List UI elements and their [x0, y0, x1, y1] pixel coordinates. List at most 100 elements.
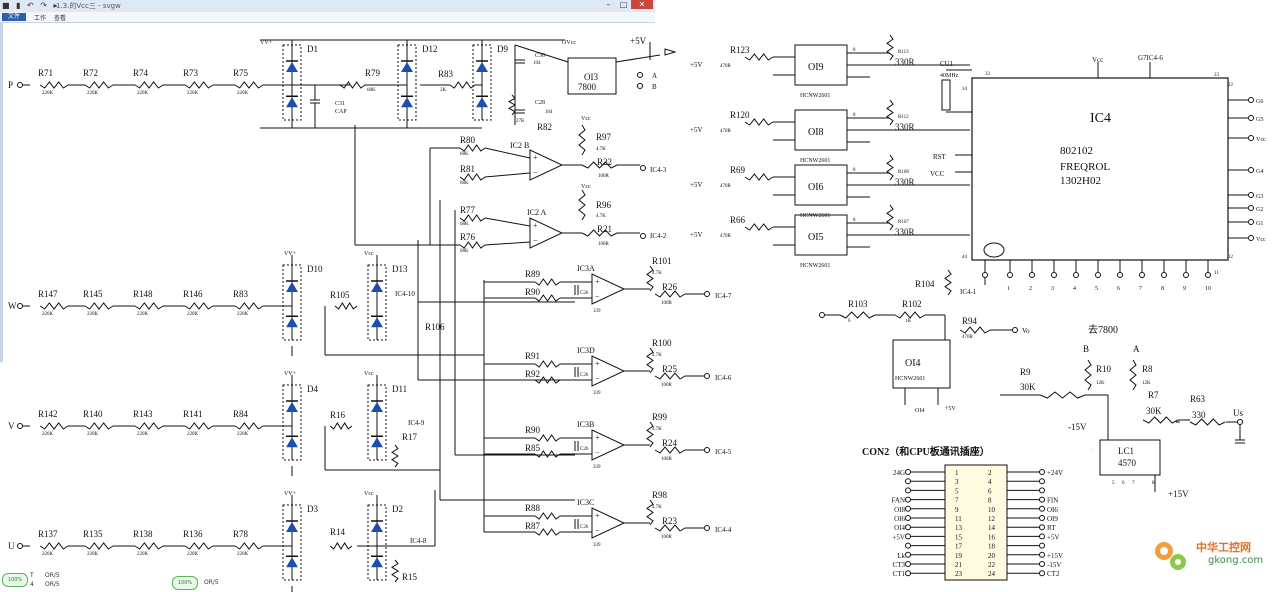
op-amp-minus: −	[595, 374, 600, 383]
terminal	[905, 496, 911, 503]
diode-pack	[282, 264, 302, 341]
supply-label: VV+	[284, 371, 297, 377]
ic4-3-label: IC4-3	[650, 166, 667, 174]
resistor	[391, 444, 399, 468]
resistor-value: 220K	[87, 552, 99, 557]
resistor-value: R108	[898, 170, 909, 175]
status-item-5: OR/5	[204, 579, 219, 586]
terminal	[905, 524, 911, 531]
op-amp	[591, 429, 626, 461]
close-button[interactable]: ✕	[631, 0, 653, 9]
resistor-ref: R84	[233, 409, 249, 419]
terminal	[905, 487, 911, 494]
cap-value: 104	[545, 110, 553, 115]
resistor	[339, 81, 366, 89]
opto-pullup-ref: 330R	[895, 122, 915, 132]
terminal	[1039, 551, 1045, 558]
resistor-value: 12K	[1142, 381, 1151, 386]
con2-pin: 12	[988, 515, 996, 523]
terminal	[640, 165, 646, 171]
ic3-input-resistor: R90	[525, 425, 541, 435]
con2-pin: 3	[955, 478, 959, 486]
resistor-ref: R78	[233, 529, 249, 539]
ic4-bottom-pin: 5	[1095, 286, 1098, 292]
resistor-value: 100R	[661, 301, 673, 306]
diode-ref: D9	[497, 44, 508, 54]
diode-ref: D11	[392, 384, 407, 394]
diode-symbol	[401, 97, 413, 108]
terminal	[905, 551, 911, 558]
opamp-input-resistor: R81	[460, 164, 475, 174]
supply-label: Vcc	[364, 491, 374, 497]
ic3-output-label: IC4-4	[715, 526, 732, 534]
tab-work[interactable]: 工作	[34, 15, 47, 22]
diode-symbol	[286, 522, 298, 532]
op-amp-minus: −	[595, 448, 600, 457]
resistor	[839, 311, 876, 319]
file-tab-button[interactable]: 文件	[2, 13, 26, 21]
ic2a-label: IC2 A	[527, 208, 547, 217]
resistor	[534, 278, 561, 286]
status-item-1: T	[30, 572, 34, 579]
con2-pin: 13	[955, 524, 963, 532]
ic3-out-ref: R25	[662, 364, 678, 374]
vcc-label: Vcc	[581, 184, 591, 190]
resistor	[329, 422, 353, 430]
status-item-3: OR/5	[45, 572, 60, 579]
ic3-output-label: IC4-7	[715, 292, 732, 300]
op-amp-minus: −	[533, 168, 538, 177]
opamp-part: 339	[593, 543, 601, 548]
oi4-bottom-label: OI4	[915, 408, 924, 414]
diode-symbol	[371, 557, 383, 568]
terminal	[17, 82, 23, 88]
con2-right-label: +24V	[1047, 469, 1063, 477]
ic4-right-pin: G6	[1256, 99, 1263, 105]
resistor	[234, 542, 264, 550]
ic3-input-resistor: R88	[525, 503, 541, 513]
ic3-output-label: IC4-6	[715, 374, 732, 382]
opto-input-resistor: R69	[730, 165, 746, 175]
terminal	[1007, 272, 1013, 278]
ic4-rst: RST	[933, 153, 947, 161]
pin-number: 5	[1112, 481, 1115, 486]
r14-label: R14	[330, 527, 346, 537]
resistor-value: 4.7K	[652, 271, 662, 276]
diode-symbol	[476, 62, 488, 72]
tab-view[interactable]: 查看	[54, 15, 67, 22]
cap-label: C26	[580, 525, 589, 530]
terminal	[704, 447, 710, 453]
ic4-line3: 1302H02	[1060, 175, 1101, 187]
zoom-pill-2[interactable]: 100%	[172, 576, 198, 590]
resistor	[534, 528, 561, 536]
diode-pack	[367, 504, 387, 581]
r102-label: R102	[902, 299, 922, 309]
opamp-part: 339	[593, 391, 601, 396]
supply-label: Vcc	[364, 371, 374, 377]
resistor	[944, 269, 952, 296]
plus5v-label: +5V	[690, 181, 703, 189]
resistor-ref: R141	[183, 409, 203, 419]
zoom-pill-1[interactable]: 100%	[2, 573, 28, 587]
resistor-value: 220K	[87, 312, 99, 317]
resistor-value: 68K	[460, 222, 469, 227]
diode-symbol	[371, 522, 383, 532]
wire	[615, 54, 661, 63]
resistor-value: 470R	[720, 129, 732, 134]
diode-ref: D4	[307, 384, 318, 394]
con2-pin: 23	[955, 570, 963, 578]
terminal	[1039, 487, 1045, 494]
reg-out-a: A	[652, 72, 657, 80]
resistor	[184, 81, 214, 89]
terminal	[637, 72, 643, 78]
resistor	[507, 94, 517, 116]
maximize-button[interactable]: □	[619, 0, 628, 9]
pin-number: 23	[1214, 73, 1220, 78]
quick-access-toolbar[interactable]: ■ ▮ ↶ ↷ ▸	[2, 1, 60, 10]
ic3-out-ref: R23	[662, 516, 678, 526]
minimize-button[interactable]: –	[606, 0, 611, 9]
r79-label: R79	[365, 68, 381, 78]
resistor-value: 470R	[720, 234, 732, 239]
resistor-ref: R148	[133, 289, 153, 299]
resistor	[744, 173, 774, 181]
